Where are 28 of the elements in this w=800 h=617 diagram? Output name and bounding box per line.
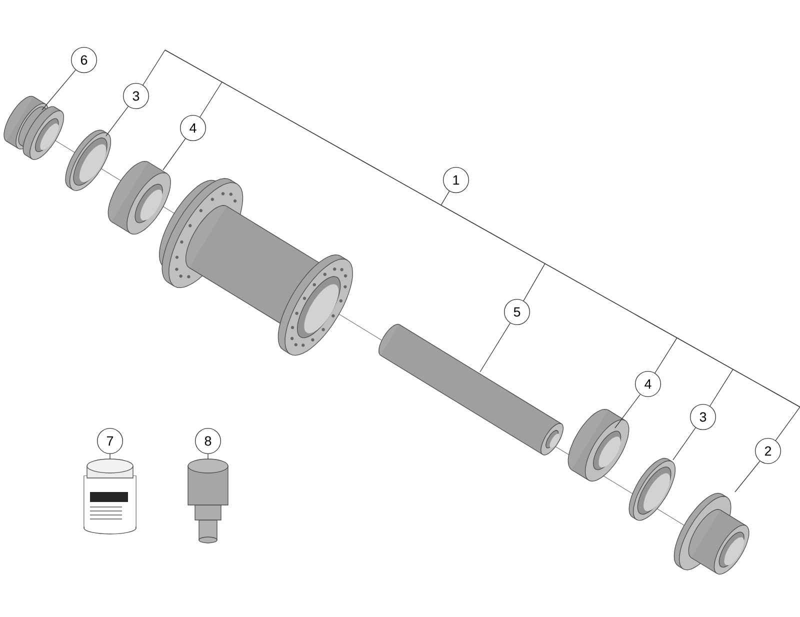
leader-line bbox=[480, 322, 511, 372]
bearing-drawing bbox=[568, 408, 630, 482]
leader-line bbox=[614, 394, 641, 428]
leader-line bbox=[162, 138, 186, 170]
callout-number: 3 bbox=[123, 83, 149, 109]
callout-number: 6 bbox=[71, 47, 97, 73]
grease-jar-drawing bbox=[84, 458, 136, 534]
hub-body-drawing bbox=[158, 178, 353, 356]
leader-line bbox=[734, 460, 760, 492]
leader-line bbox=[42, 70, 76, 110]
callout-number: 5 bbox=[504, 299, 530, 325]
tool-drawing bbox=[188, 458, 228, 544]
leader-line bbox=[106, 106, 129, 136]
callout-number: 4 bbox=[635, 371, 661, 397]
leader-line bbox=[672, 427, 696, 460]
adapter-drawing bbox=[674, 492, 750, 575]
callout-number: 1 bbox=[443, 167, 469, 193]
seal-ring-drawing bbox=[65, 130, 112, 191]
callout-number: 8 bbox=[195, 428, 221, 454]
bearing-drawing bbox=[108, 160, 171, 235]
axle-drawing bbox=[378, 324, 564, 456]
leader-line bbox=[440, 190, 450, 206]
callout-number: 2 bbox=[755, 438, 781, 464]
callout-number: 4 bbox=[180, 115, 206, 141]
adapter-drawing bbox=[4, 96, 64, 160]
seal-ring-drawing bbox=[628, 458, 676, 521]
callout-number: 3 bbox=[690, 404, 716, 430]
callout-number: 7 bbox=[97, 428, 123, 454]
